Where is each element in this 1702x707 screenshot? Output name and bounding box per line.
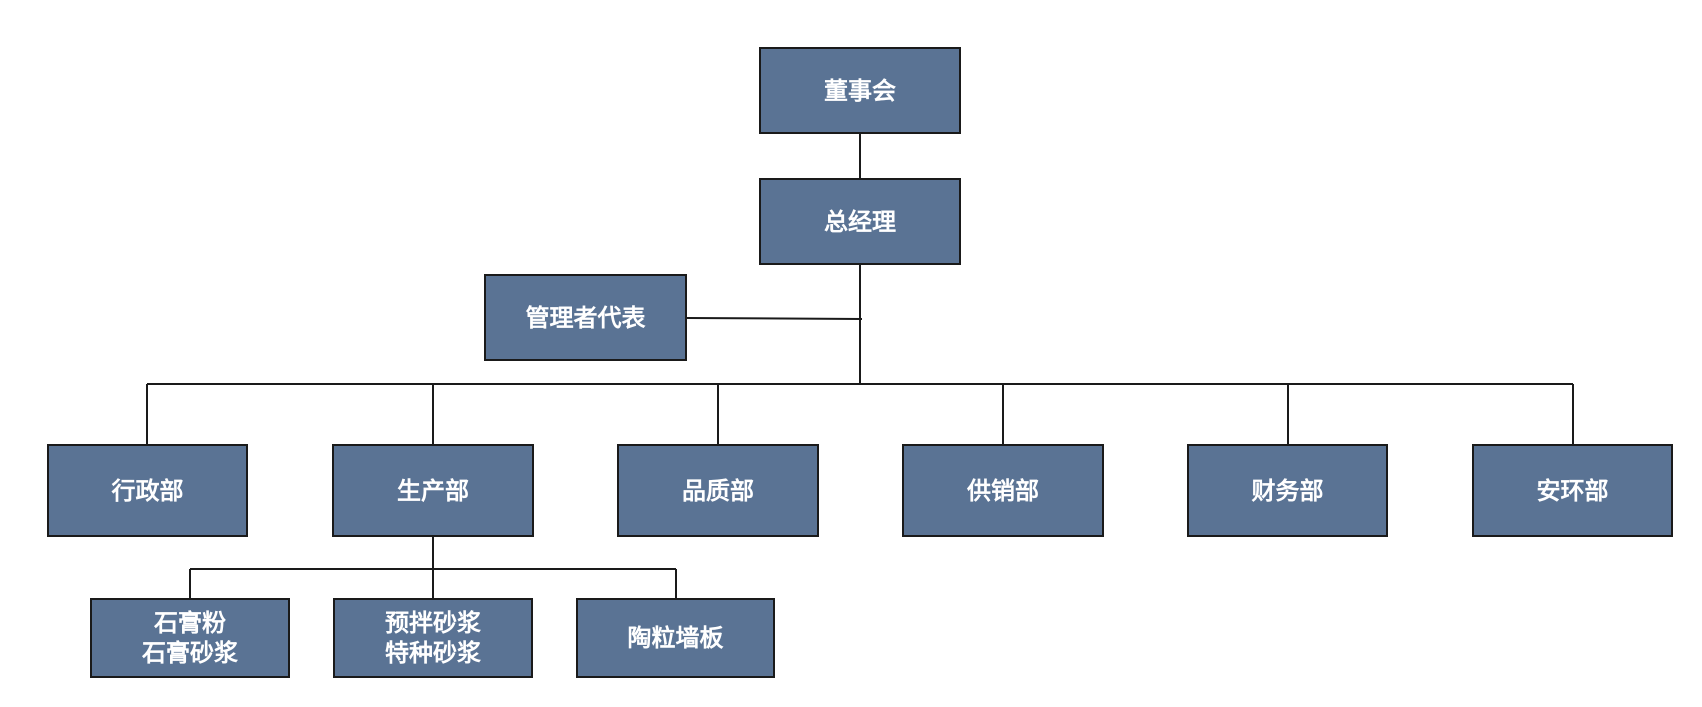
- node-ceramsite-line-label: 陶粒墙板: [627, 624, 724, 652]
- line-mgr-rep: [686, 317, 863, 320]
- node-quality-dept-label: 品质部: [682, 476, 754, 505]
- node-board-label: 董事会: [824, 76, 896, 105]
- node-safety-env-dept: 安环部: [1472, 444, 1673, 537]
- node-admin-dept: 行政部: [47, 444, 248, 537]
- node-admin-dept-label: 行政部: [111, 476, 184, 505]
- node-board: 董事会: [759, 47, 961, 134]
- node-production-dept: 生产部: [332, 444, 534, 537]
- node-supply-sales-dept: 供销部: [902, 444, 1104, 537]
- node-finance-dept-label: 财务部: [1251, 476, 1324, 505]
- node-ceramsite-line: 陶粒墙板: [576, 598, 775, 678]
- node-gypsum-line: 石膏粉 石膏砂浆: [90, 598, 290, 678]
- node-mortar-line-label-1: 预拌砂浆: [385, 609, 481, 637]
- node-general-manager: 总经理: [759, 178, 961, 265]
- node-safety-env-dept-label: 安环部: [1536, 476, 1609, 505]
- node-management-representative: 管理者代表: [484, 274, 687, 361]
- node-management-representative-label: 管理者代表: [525, 303, 646, 332]
- node-gypsum-line-label-2: 石膏砂浆: [142, 639, 238, 667]
- node-mortar-line: 预拌砂浆 特种砂浆: [333, 598, 533, 678]
- node-quality-dept: 品质部: [617, 444, 819, 537]
- node-supply-sales-dept-label: 供销部: [967, 476, 1039, 505]
- node-mortar-line-label-2: 特种砂浆: [385, 639, 481, 667]
- node-production-dept-label: 生产部: [397, 476, 469, 505]
- node-gypsum-line-label-1: 石膏粉: [154, 609, 226, 637]
- node-general-manager-label: 总经理: [824, 207, 896, 236]
- node-finance-dept: 财务部: [1187, 444, 1388, 537]
